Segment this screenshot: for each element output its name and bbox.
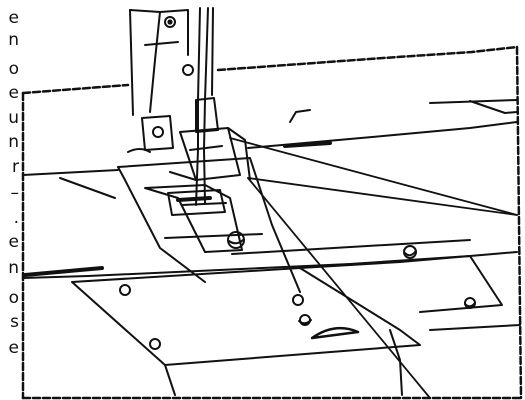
text-fragment: – bbox=[10, 183, 20, 203]
text-fragment: e bbox=[8, 8, 19, 28]
text-fragment: n bbox=[8, 30, 19, 50]
release-notch bbox=[310, 326, 360, 340]
presser-foot-shank bbox=[129, 9, 194, 151]
illustration-frame bbox=[21, 45, 523, 400]
slide-plate bbox=[71, 255, 521, 396]
text-fragment: u bbox=[8, 108, 19, 128]
callout-lines bbox=[229, 137, 518, 399]
text-fragment: e bbox=[8, 83, 19, 103]
text-fragment: e bbox=[8, 232, 19, 252]
presser-foot bbox=[127, 127, 251, 181]
text-fragment: r bbox=[12, 157, 19, 177]
needle-and-thread bbox=[195, 7, 219, 206]
plate-screws bbox=[119, 231, 476, 350]
text-fragment: e bbox=[8, 338, 19, 358]
text-fragment: n bbox=[8, 258, 19, 278]
text-fragment: o bbox=[8, 288, 19, 308]
machine-bed bbox=[22, 99, 518, 279]
text-fragment: . bbox=[13, 208, 19, 228]
text-fragment: s bbox=[10, 312, 19, 332]
text-fragment: n bbox=[8, 132, 19, 152]
bed-markings bbox=[23, 141, 332, 277]
text-fragment: o bbox=[8, 59, 19, 79]
